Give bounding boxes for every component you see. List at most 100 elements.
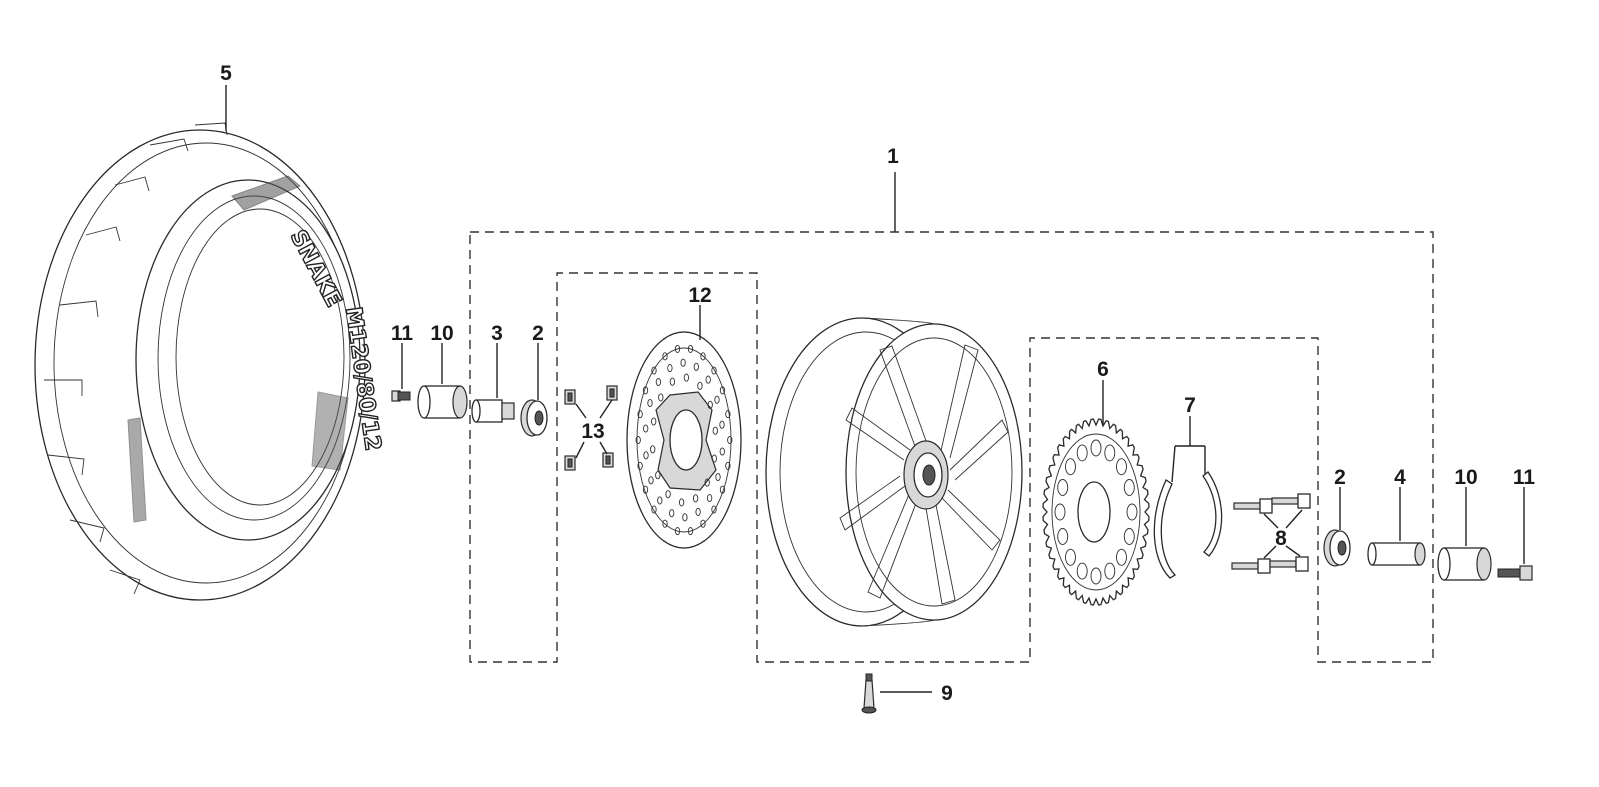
sprocket-hole — [1123, 528, 1135, 545]
sprocket-hole — [1076, 444, 1088, 462]
disc-bolt — [564, 455, 576, 471]
disc-holes — [635, 344, 733, 536]
disc-hole — [657, 496, 663, 505]
disc-hole — [719, 386, 726, 395]
sprocket-bolt — [1271, 493, 1311, 509]
sprocket-hole — [1116, 548, 1127, 566]
wheel-rim — [765, 317, 1023, 627]
disc-hole — [725, 410, 731, 419]
disc-hole — [693, 362, 699, 371]
disc-hole — [669, 509, 675, 518]
disc-hole — [662, 352, 668, 361]
disc-hole — [683, 373, 690, 382]
disc-hole — [651, 366, 657, 375]
bush-right — [1437, 547, 1492, 581]
callout-4: 4 — [1394, 466, 1406, 489]
disc-hole — [667, 364, 673, 373]
sprocket-hole — [1057, 528, 1069, 545]
bush-left — [417, 385, 468, 419]
disc-hole — [719, 420, 725, 429]
brake-disc — [626, 331, 742, 549]
disc-hole — [648, 476, 654, 485]
disc-hole — [700, 352, 706, 361]
disc-hole — [704, 478, 710, 487]
disc-hole — [678, 498, 685, 507]
disc-hole — [727, 435, 733, 445]
disc-hole — [711, 505, 717, 514]
disc-hole — [715, 472, 721, 482]
sprocket-hole — [1076, 562, 1088, 580]
bearing-right — [1323, 529, 1351, 567]
sprocket-hole — [1126, 503, 1138, 521]
axle-bolt-left — [391, 390, 411, 402]
disc-hole — [725, 461, 731, 470]
disc-hole — [705, 375, 711, 384]
disc-bolts — [564, 385, 618, 471]
disc-bolt — [606, 385, 618, 401]
callout-8: 8 — [1275, 527, 1287, 550]
disc-bolt — [564, 389, 576, 405]
callout-10-left: 10 — [430, 322, 453, 345]
disc-hole — [651, 505, 657, 514]
clips — [1153, 471, 1223, 579]
disc-hole — [650, 445, 656, 454]
tyre-part: SNAKE M120/80/12 — [34, 122, 386, 601]
callout-7: 7 — [1184, 394, 1196, 417]
disc-hole — [669, 377, 676, 386]
disc-hole — [687, 344, 694, 353]
disc-hole — [658, 393, 664, 402]
callout-6: 6 — [1097, 358, 1109, 381]
disc-hole — [655, 471, 661, 480]
disc-hole — [719, 485, 726, 494]
callout-10-right: 10 — [1454, 466, 1477, 489]
callout-13: 13 — [581, 420, 604, 443]
disc-hole — [642, 386, 649, 395]
bearing-left — [520, 399, 548, 437]
disc-hole — [674, 527, 681, 536]
sprocket-hole — [1090, 439, 1102, 457]
disc-hole — [707, 400, 713, 409]
sprocket-bolt — [1269, 556, 1309, 572]
sprocket-hole — [1123, 479, 1135, 496]
assembly-boundary — [469, 172, 1434, 663]
disc-hole — [687, 527, 694, 536]
disc-hole — [697, 381, 703, 390]
callout-12: 12 — [688, 284, 711, 307]
disc-hole — [712, 426, 718, 435]
disc-hole — [711, 454, 717, 463]
disc-hole — [680, 358, 686, 367]
disc-hole — [665, 490, 671, 499]
callout-5: 5 — [220, 62, 232, 85]
disc-hole — [682, 513, 688, 522]
disc-hole — [635, 435, 641, 445]
disc-hole — [719, 447, 725, 456]
disc-hole — [637, 410, 643, 419]
sprocket-bolts — [1231, 493, 1311, 574]
disc-hole — [692, 494, 699, 503]
disc-hole — [655, 377, 662, 387]
tyre-sidewall-hatching — [127, 175, 349, 523]
valve — [861, 673, 877, 714]
disc-hole — [711, 366, 717, 375]
callout-1: 1 — [887, 145, 899, 168]
sprocket-holes — [1054, 439, 1138, 585]
disc-bolt — [602, 452, 614, 468]
disc-hole — [674, 344, 681, 353]
disc-hole — [637, 461, 643, 470]
sprocket-bolt — [1233, 498, 1273, 514]
disc-hole — [643, 424, 649, 433]
wheel-spokes — [839, 344, 1009, 605]
disc-hole — [643, 451, 649, 460]
sprocket — [1042, 418, 1150, 606]
axle-bolt-right — [1497, 565, 1533, 581]
callout-3: 3 — [491, 322, 503, 345]
sprocket-hole — [1090, 567, 1102, 585]
sprocket-hole — [1065, 458, 1076, 476]
sprocket-hole — [1104, 444, 1116, 462]
disc-hole — [662, 519, 668, 528]
disc-hole — [700, 519, 706, 528]
disc-hole — [706, 493, 713, 503]
sprocket-bolt — [1231, 558, 1271, 574]
disc-hole — [642, 485, 649, 494]
